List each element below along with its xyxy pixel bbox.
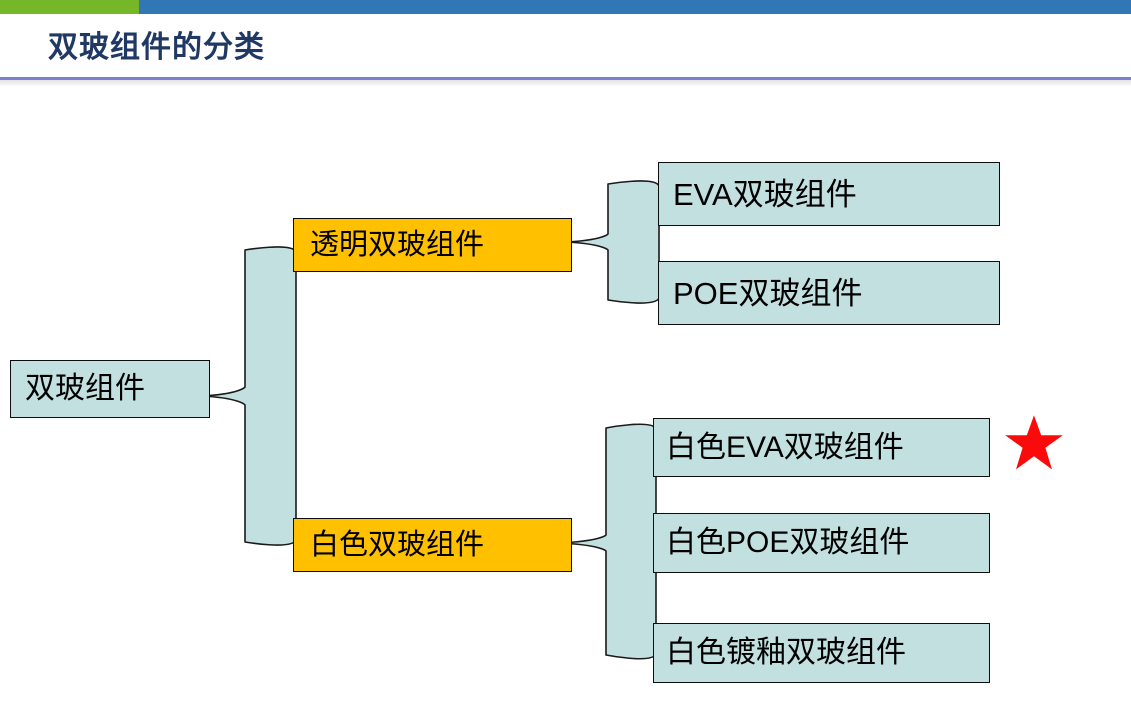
- connector-bracket-root: [201, 246, 297, 546]
- node-white-eva-bifacial-label: 白色EVA双玻组件: [666, 430, 904, 464]
- highlight-star-icon: [1005, 415, 1063, 470]
- header-accent-blue: [139, 0, 1131, 14]
- header-accent-bar: [0, 0, 1131, 14]
- title-divider-shadow: [0, 80, 1131, 87]
- page-title: 双玻组件的分类: [48, 31, 265, 64]
- connector-bracket-transparent: [566, 180, 660, 304]
- node-white-eva-bifacial[interactable]: 白色EVA双玻组件: [653, 418, 990, 477]
- node-white-glazed-bifacial[interactable]: 白色镀釉双玻组件: [653, 623, 990, 683]
- node-poe-bifacial[interactable]: POE双玻组件: [658, 261, 1000, 325]
- node-white-poe-bifacial-label: 白色POE双玻组件: [666, 526, 910, 559]
- node-white-bifacial[interactable]: 白色双玻组件: [293, 518, 572, 572]
- node-transparent-bifacial-label: 透明双玻组件: [310, 228, 485, 261]
- node-poe-bifacial-label: POE双玻组件: [673, 275, 863, 311]
- connector-bracket-white: [559, 423, 657, 660]
- node-eva-bifacial-label: EVA双玻组件: [673, 176, 857, 212]
- node-eva-bifacial[interactable]: EVA双玻组件: [658, 162, 1000, 226]
- node-root-label: 双玻组件: [25, 372, 145, 405]
- title-divider: [0, 77, 1131, 80]
- node-white-glazed-bifacial-label: 白色镀釉双玻组件: [666, 636, 906, 669]
- header-accent-green: [0, 0, 139, 14]
- node-white-poe-bifacial[interactable]: 白色POE双玻组件: [653, 513, 990, 573]
- node-white-bifacial-label: 白色双玻组件: [310, 528, 485, 561]
- node-root[interactable]: 双玻组件: [10, 360, 210, 418]
- node-transparent-bifacial[interactable]: 透明双玻组件: [293, 218, 572, 272]
